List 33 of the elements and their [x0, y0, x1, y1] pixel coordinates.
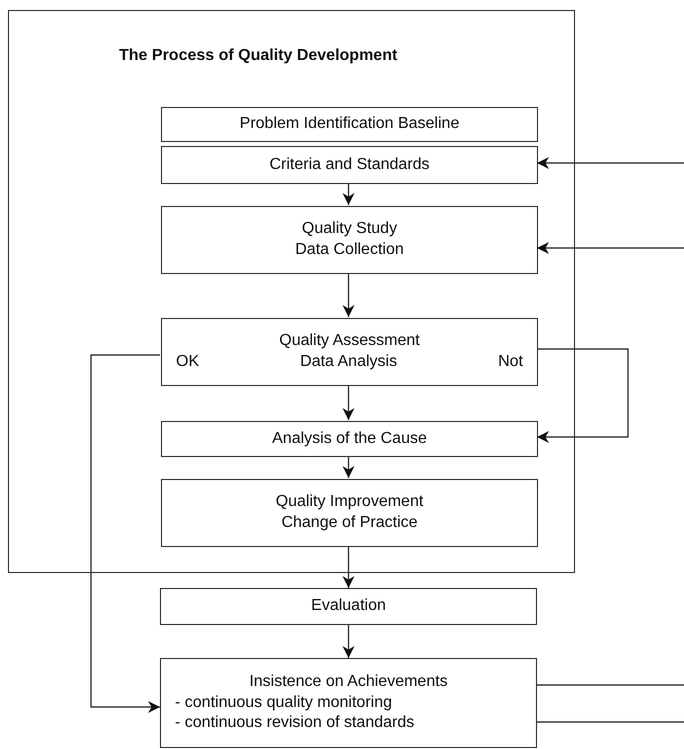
- frame-title: The Process of Quality Development: [119, 47, 398, 65]
- box-text: OK: [176, 352, 200, 372]
- process-box: [161, 479, 538, 547]
- arrow: [342, 183, 354, 205]
- list-item: - continuous revision of standards: [174, 713, 414, 734]
- arrow: [342, 625, 354, 658]
- frame-box: [8, 10, 575, 573]
- arrow: [342, 385, 354, 420]
- box-text: Evaluation: [311, 596, 386, 616]
- process-box: [161, 206, 538, 274]
- box-text: Quality Study Data Collection: [294, 219, 405, 260]
- process-box: [160, 658, 537, 748]
- box-text: Quality Assessment: [279, 331, 420, 352]
- process-box: [161, 421, 538, 457]
- box-text: Insistence on Achievements: [249, 672, 448, 692]
- process-box: [161, 107, 538, 142]
- box-text: Data Analysis: [300, 352, 398, 372]
- process-box: [160, 588, 537, 625]
- arrow: [537, 157, 684, 169]
- arrow: [342, 273, 354, 317]
- list-item: - continuous quality monitoring: [174, 692, 392, 713]
- arrow: [537, 348, 629, 443]
- arrow: [342, 456, 354, 478]
- arrow: [90, 354, 160, 713]
- arrow: [537, 242, 684, 254]
- box-text: Criteria and Standards: [269, 154, 430, 175]
- process-box: [161, 146, 538, 184]
- box-text: Not: [498, 352, 523, 372]
- arrow: [342, 546, 354, 588]
- box-text: Quality Improvement Change of Practice: [274, 492, 424, 533]
- box-text: Problem Identification Baseline: [240, 114, 460, 134]
- process-box: [161, 318, 538, 386]
- box-text: Analysis of the Cause: [272, 428, 427, 449]
